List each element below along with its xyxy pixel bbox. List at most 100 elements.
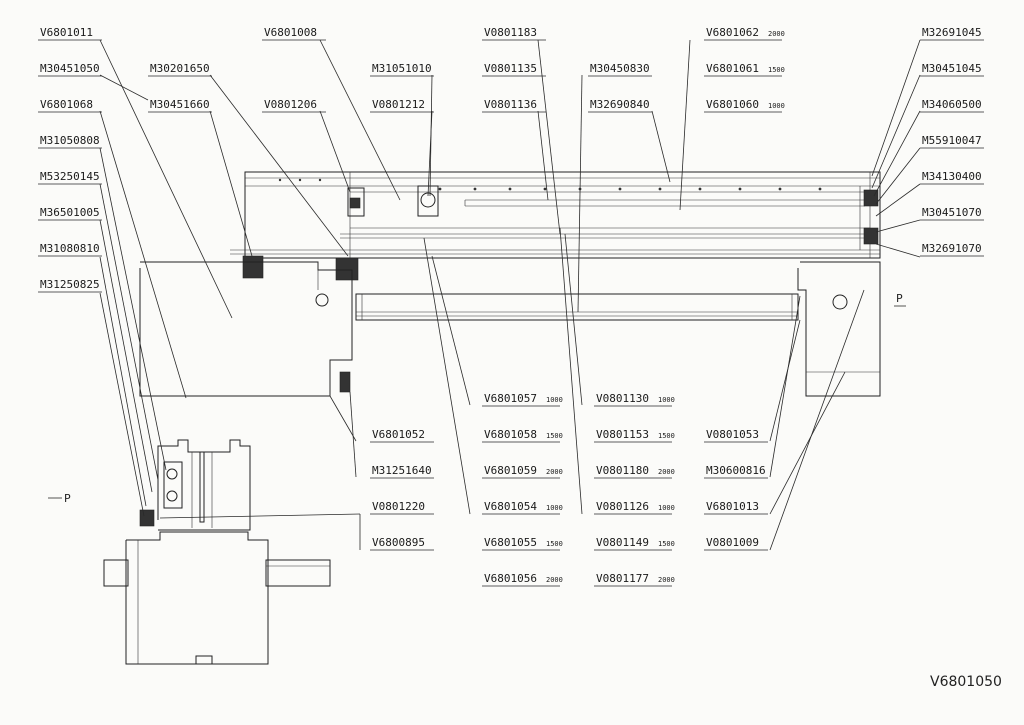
callout: M32690840 [588, 98, 652, 113]
part-length: 1000 [546, 396, 563, 404]
drawing-code: V6801050 [930, 674, 1002, 690]
callout: V6801054 1000 [482, 500, 563, 515]
section-view [103, 439, 331, 665]
part-code: V0801183 [484, 26, 537, 39]
callout: M55910047 [920, 134, 984, 149]
callout: M31080810 [38, 242, 102, 257]
part-length: 2000 [658, 468, 675, 476]
part-code: V6801057 [484, 392, 537, 405]
part-code: M30451660 [150, 98, 210, 111]
callout: V6801052 [370, 428, 434, 443]
callout: M30451660 [148, 98, 212, 113]
part-code: V0801136 [484, 98, 537, 111]
part-code: M30451050 [40, 62, 100, 75]
part-code: V0801212 [372, 98, 425, 111]
part-length: 1500 [658, 540, 675, 548]
part-code: V0801149 [596, 536, 649, 549]
part-length: 1500 [768, 66, 785, 74]
part-length: 2000 [546, 468, 563, 476]
callout: M30451045 [920, 62, 984, 77]
part-code: M31080810 [40, 242, 100, 255]
part-length: 1500 [546, 540, 563, 548]
part-code: M31051010 [372, 62, 432, 75]
callout: V0801149 1500 [594, 536, 675, 551]
part-code: V6801062 [706, 26, 759, 39]
part-code: M30600816 [706, 464, 766, 477]
part-code: M32691045 [922, 26, 982, 39]
part-length: 2000 [768, 30, 785, 38]
part-length: 1500 [546, 432, 563, 440]
part-code: V0801130 [596, 392, 649, 405]
callout: V6801058 1500 [482, 428, 563, 443]
part-length: 1500 [658, 432, 675, 440]
callout: M30451050 [38, 62, 102, 77]
callout: V0801053 [704, 428, 768, 443]
part-code: M31251640 [372, 464, 432, 477]
callout: V6800895 [370, 536, 434, 551]
callout: M31250825 [38, 278, 102, 293]
part-code: V6801011 [40, 26, 93, 39]
part-code: V6801058 [484, 428, 537, 441]
callout: M53250145 [38, 170, 102, 185]
callout: M32691070 [920, 242, 984, 257]
callout: M30451070 [920, 206, 984, 221]
leader-lines [99, 39, 921, 551]
part-code: M34130400 [922, 170, 982, 183]
callout: V0801153 1500 [594, 428, 675, 443]
callout: M34130400 [920, 170, 984, 185]
part-code: V0801153 [596, 428, 649, 441]
part-length: 2000 [658, 576, 675, 584]
callout: M31251640 [370, 464, 434, 479]
callout: M34060500 [920, 98, 984, 113]
part-code: V6800895 [372, 536, 425, 549]
callout: V6801008 [262, 26, 326, 41]
part-code: M34060500 [922, 98, 982, 111]
callout: V6801059 2000 [482, 464, 563, 479]
callout: V0801206 [262, 98, 326, 113]
callout: V6801056 2000 [482, 572, 563, 587]
part-length: 1000 [546, 504, 563, 512]
part-code: V6801052 [372, 428, 425, 441]
part-length: 2000 [546, 576, 563, 584]
callout: V6801055 1500 [482, 536, 563, 551]
part-code: V6801054 [484, 500, 537, 513]
part-code: V0801126 [596, 500, 649, 513]
callout: V0801130 1000 [594, 392, 675, 407]
callout: V0801135 [482, 62, 546, 77]
lower-carriage [139, 261, 881, 397]
callout: M32691045 [920, 26, 984, 41]
part-code: M36501005 [40, 206, 100, 219]
part-length: 1000 [768, 102, 785, 110]
part-code: M30450830 [590, 62, 650, 75]
callout: M31051010 [370, 62, 434, 77]
part-code: V6801008 [264, 26, 317, 39]
callout: V0801136 [482, 98, 546, 113]
callout: V6801068 [38, 98, 102, 113]
part-code: M30451070 [922, 206, 982, 219]
part-code: V0801206 [264, 98, 317, 111]
part-length: 1000 [658, 504, 675, 512]
part-code: M55910047 [922, 134, 982, 147]
part-code: V0801009 [706, 536, 759, 549]
part-code: M53250145 [40, 170, 100, 183]
callout: M36501005 [38, 206, 102, 221]
part-code: M31050808 [40, 134, 100, 147]
part-code: V6801056 [484, 572, 537, 585]
part-code: V6801055 [484, 536, 537, 549]
callout: V0801180 2000 [594, 464, 675, 479]
callout: M30201650 [148, 62, 212, 77]
callout: V6801061 1500 [704, 62, 785, 77]
section-mark-left: P [64, 492, 71, 505]
callout: V0801126 1000 [594, 500, 675, 515]
part-length: 1000 [658, 396, 675, 404]
part-code: M32690840 [590, 98, 650, 111]
callout-labels: V6801011M30451050V6801068M31050808M53250… [38, 26, 984, 587]
part-code: V0801180 [596, 464, 649, 477]
callout: V0801009 [704, 536, 768, 551]
part-code: V6801061 [706, 62, 759, 75]
callout: M30450830 [588, 62, 652, 77]
part-code: V6801059 [484, 464, 537, 477]
